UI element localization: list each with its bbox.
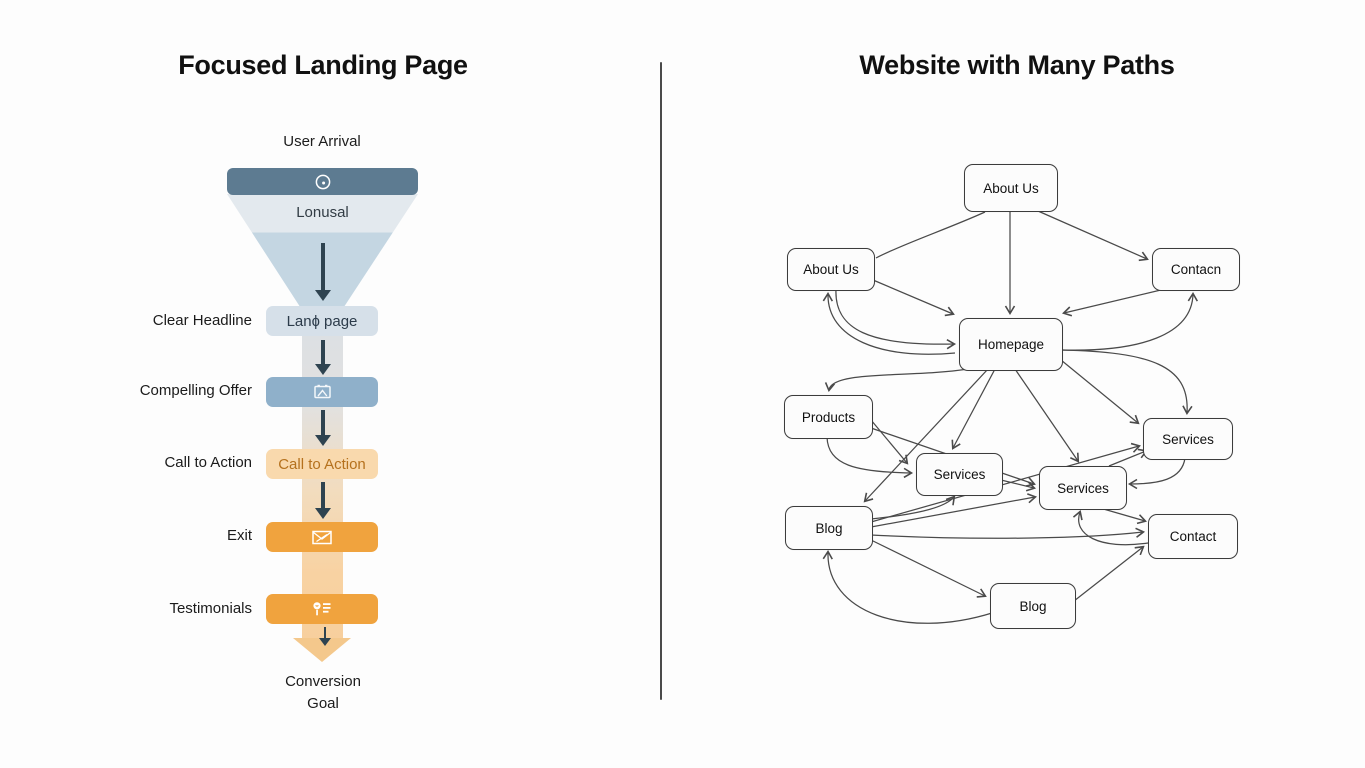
node-contact-top: Contacn bbox=[1152, 248, 1240, 291]
conversion-goal-line2: Goal bbox=[307, 695, 339, 712]
node-services-mid-right: Services bbox=[1039, 466, 1127, 510]
node-label: Services bbox=[933, 467, 986, 482]
left-panel-title: Focused Landing Page bbox=[178, 50, 468, 80]
node-services-right: Services bbox=[1143, 418, 1233, 460]
right-panel-title: Website with Many Paths bbox=[859, 50, 1175, 80]
testimonial-icon bbox=[311, 601, 334, 617]
side-label-call-to-action: Call to Action bbox=[164, 454, 252, 471]
node-label: Contacn bbox=[1170, 262, 1222, 277]
funnel-label: Lonusal bbox=[296, 204, 349, 221]
clock-icon bbox=[314, 173, 332, 191]
node-contact-right: Contact bbox=[1148, 514, 1238, 559]
node-label: Contact bbox=[1169, 529, 1217, 544]
panel-divider bbox=[660, 62, 662, 700]
conversion-goal-line1: Conversion bbox=[285, 673, 361, 690]
side-label-clear-headline: Clear Headline bbox=[152, 312, 252, 329]
stage-box-landing-page: Lanɸ page bbox=[266, 306, 378, 336]
node-services-mid-left: Services bbox=[916, 453, 1003, 496]
side-label-compelling-offer: Compelling Offer bbox=[139, 382, 252, 399]
stage-box-offer bbox=[266, 377, 378, 407]
conversion-goal-label: Conversion Goal bbox=[242, 671, 404, 715]
node-label: About Us bbox=[803, 262, 859, 277]
node-about-us-left: About Us bbox=[787, 248, 875, 291]
node-label: Services bbox=[1162, 431, 1214, 447]
image-icon bbox=[313, 384, 332, 400]
down-arrow bbox=[314, 410, 332, 446]
user-arrival-label: User Arrival bbox=[283, 133, 361, 150]
node-products: Products bbox=[784, 395, 873, 439]
stage-box-label: Lanɸ page bbox=[286, 312, 358, 330]
stage-box-exit bbox=[266, 522, 378, 552]
down-arrow bbox=[316, 627, 334, 646]
node-blog-bottom: Blog bbox=[990, 583, 1076, 629]
stage-box-testimonials bbox=[266, 594, 378, 624]
node-about-us-top: About Us bbox=[964, 164, 1058, 212]
node-label: Homepage bbox=[977, 337, 1045, 352]
node-label: Products bbox=[801, 409, 856, 425]
node-label: Blog bbox=[815, 520, 843, 536]
stage-box-cta: Call to Action bbox=[266, 449, 378, 479]
down-arrow bbox=[314, 340, 332, 375]
node-blog-left: Blog bbox=[785, 506, 873, 550]
node-label: About Us bbox=[983, 180, 1039, 196]
envelope-icon bbox=[311, 530, 333, 545]
funnel-top-bar bbox=[227, 168, 418, 195]
down-arrow bbox=[314, 482, 332, 519]
down-arrow bbox=[314, 243, 332, 301]
side-label-exit: Exit bbox=[226, 527, 252, 544]
side-label-testimonials: Testimonials bbox=[169, 600, 252, 617]
stage-box-label: Call to Action bbox=[278, 455, 366, 473]
node-label: Blog bbox=[1019, 598, 1047, 614]
node-homepage: Homepage bbox=[959, 318, 1063, 371]
node-label: Services bbox=[1057, 480, 1109, 496]
